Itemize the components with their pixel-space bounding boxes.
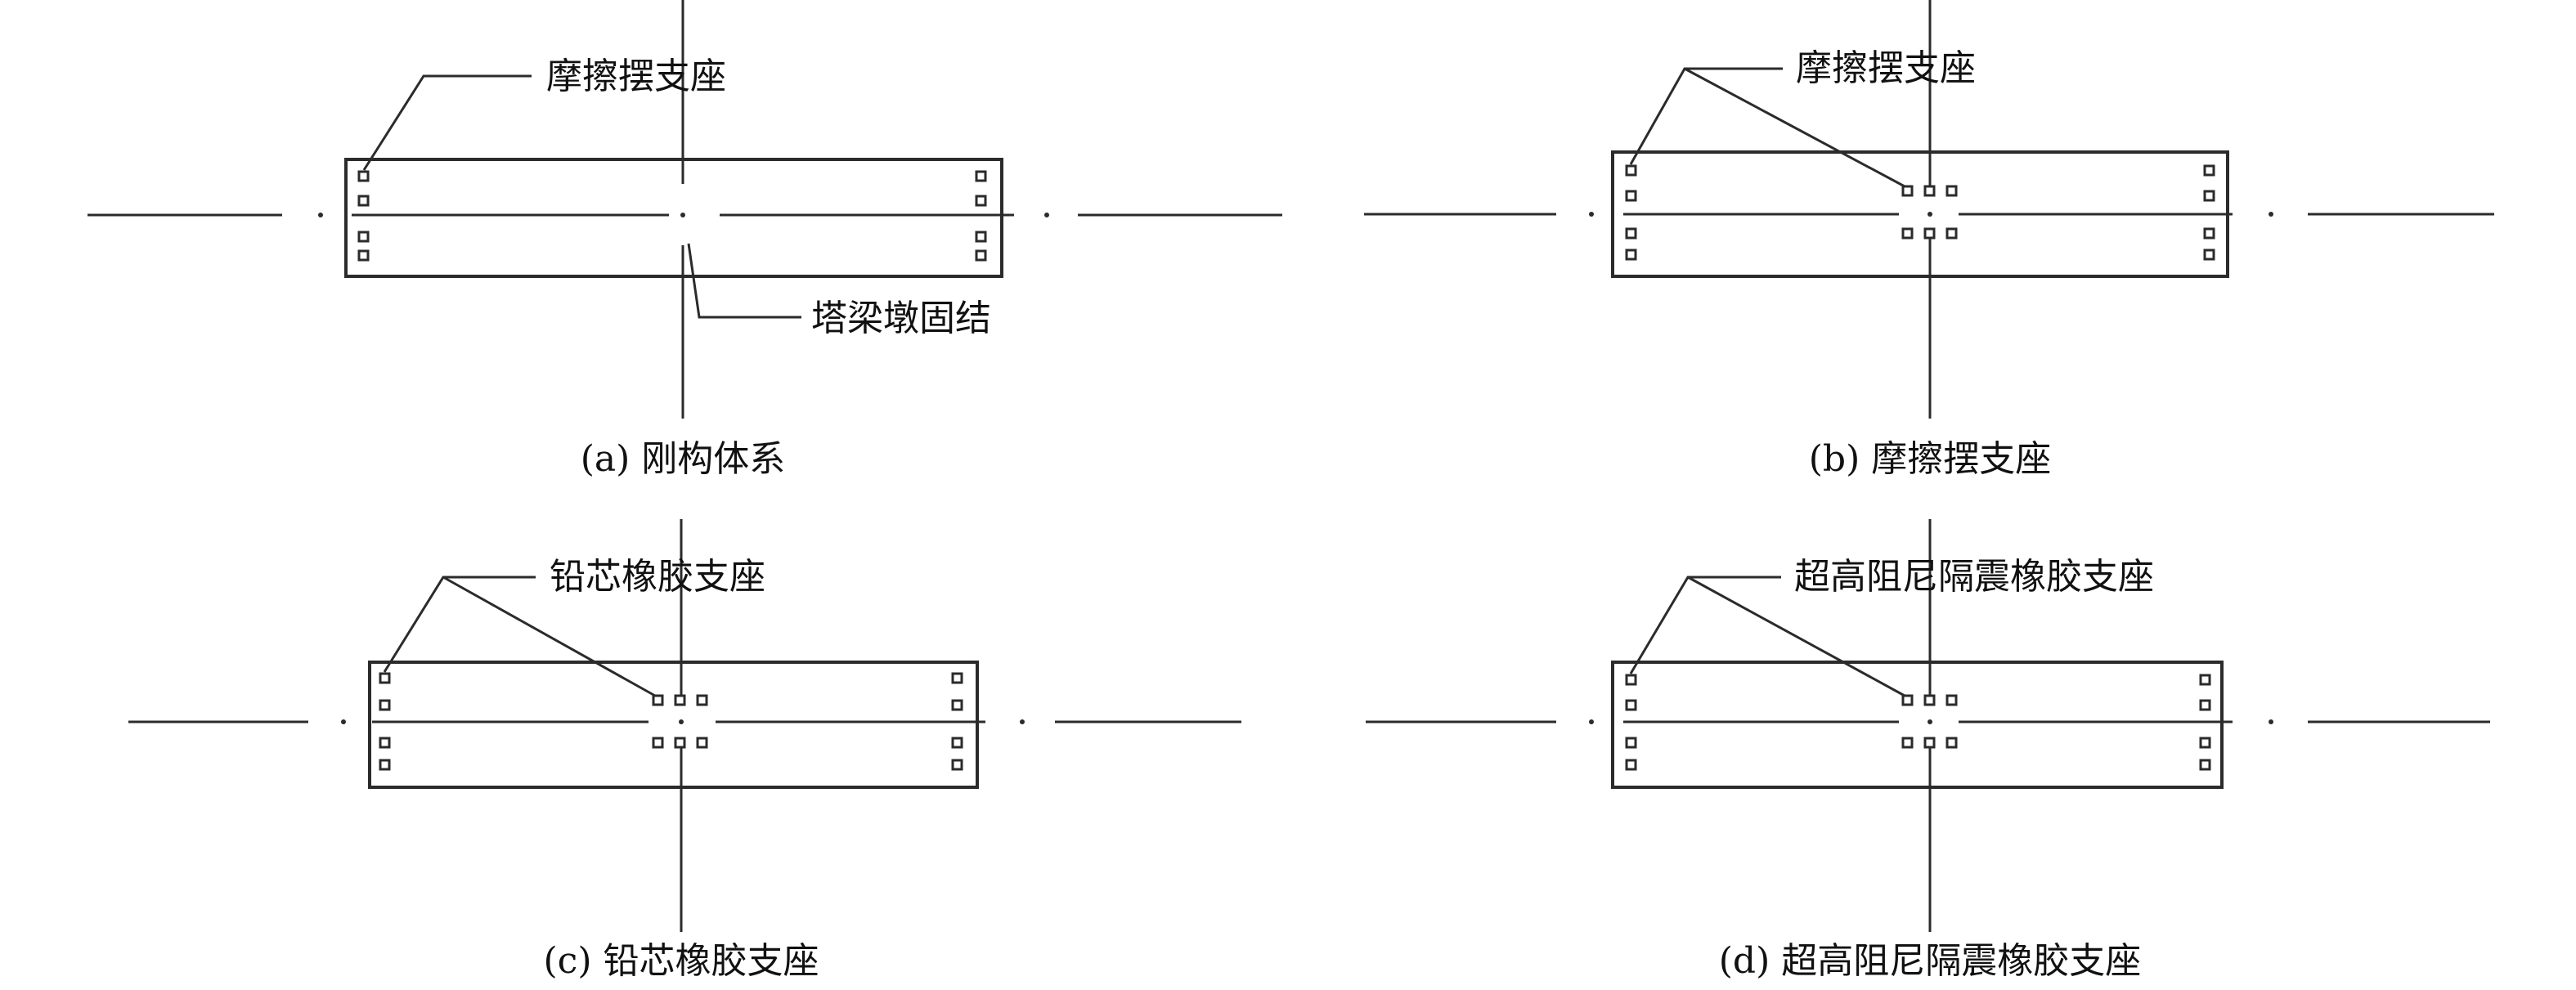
panel-d-center-bearing xyxy=(1945,694,1958,706)
panel-d-bearing xyxy=(1625,737,1637,749)
panel-d-bearing xyxy=(1625,699,1637,711)
panel-d-axis-dot-right xyxy=(2269,719,2273,724)
panel-d-caption: (d) 超高阻尼隔震橡胶支座 xyxy=(1719,940,2141,982)
panel-c-bearing xyxy=(379,737,391,749)
panel-b-bearing xyxy=(2203,190,2215,202)
panel-c-girder xyxy=(368,661,979,789)
panel-d-center-bearing xyxy=(1901,737,1914,749)
panel-c-center-bearing xyxy=(674,694,686,706)
panel-c-leader-outer xyxy=(383,576,536,673)
panel-b-axis-dot-left xyxy=(1589,212,1594,217)
panel-a: 摩擦摆支座 塔梁墩固结 (a) 刚构体系 xyxy=(88,0,1282,480)
panel-b-label-bearing: 摩擦摆支座 xyxy=(1796,47,1976,89)
panel-a-bearing xyxy=(975,249,987,262)
panel-b-bearing xyxy=(1625,249,1637,261)
panel-a-bearing xyxy=(975,195,987,207)
panel-d-bearing xyxy=(2199,737,2211,749)
panel-a-axis-dot-left xyxy=(318,213,323,217)
panel-a-axis-dot-right xyxy=(1044,213,1049,217)
panel-c-axis-dot-left xyxy=(341,719,346,724)
panel-a-bearing xyxy=(357,170,370,182)
panel-c: 铅芯橡胶支座 (c) 铅芯橡胶支座 xyxy=(128,519,1241,982)
panel-a-leader-fixed xyxy=(687,243,801,319)
panel-b-bearing xyxy=(2203,249,2215,261)
panel-c-center-bearing xyxy=(652,737,664,749)
panel-a-bearing xyxy=(357,231,370,243)
panel-b: 摩擦摆支座 (b) 摩擦摆支座 xyxy=(1364,0,2494,480)
panel-c-center-bearing xyxy=(696,737,708,749)
panel-d-bearing xyxy=(2199,759,2211,771)
panel-a-leader-friction xyxy=(362,74,532,171)
panel-d-leader-outer xyxy=(1629,576,1781,674)
panel-c-axis-dot-right xyxy=(1020,719,1025,724)
panel-d-bearing xyxy=(1625,674,1637,686)
panel-a-bearing xyxy=(975,170,987,182)
panel-d-bearing xyxy=(1625,759,1637,771)
panel-d-axis-dot-left xyxy=(1589,719,1594,724)
panel-b-bearing xyxy=(1625,190,1637,202)
panel-d-label-bearing: 超高阻尼隔震橡胶支座 xyxy=(1794,556,2154,598)
panel-c-bearing xyxy=(951,699,963,711)
panel-b-bearing xyxy=(1625,227,1637,240)
panel-c-bearing xyxy=(379,672,391,684)
panel-b-center-bearing xyxy=(1923,227,1936,240)
panel-c-bearing xyxy=(951,737,963,749)
panel-b-center-bearing xyxy=(1901,185,1914,197)
panel-a-girder xyxy=(344,158,1003,278)
panel-c-center-bearing xyxy=(652,694,664,706)
panel-b-caption: (b) 摩擦摆支座 xyxy=(1809,438,2051,480)
panel-b-girder xyxy=(1611,150,2229,278)
panel-c-bearing xyxy=(379,759,391,771)
panel-c-caption: (c) 铅芯橡胶支座 xyxy=(544,940,819,982)
panel-a-bearing xyxy=(357,195,370,207)
panel-d: 超高阻尼隔震橡胶支座 (d) 超高阻尼隔震橡胶支座 xyxy=(1366,519,2490,982)
panel-d-center-bearing xyxy=(1945,737,1958,749)
panel-a-label-fixed: 塔梁墩固结 xyxy=(811,298,991,339)
panel-c-label-bearing: 铅芯橡胶支座 xyxy=(550,556,765,598)
panel-b-center-dot xyxy=(1928,212,1932,217)
panel-b-leader-center xyxy=(1684,67,1905,188)
panel-c-bearing xyxy=(951,759,963,771)
panel-d-leader-center xyxy=(1687,576,1905,697)
panel-c-center-bearing xyxy=(696,694,708,706)
panel-b-center-bearing xyxy=(1945,185,1958,197)
panel-d-bearing xyxy=(2199,674,2211,686)
panel-d-center-bearing xyxy=(1923,694,1936,706)
panel-c-bearing xyxy=(379,699,391,711)
panel-a-bearing xyxy=(975,231,987,243)
panel-d-bearing xyxy=(2199,699,2211,711)
panel-a-caption: (a) 刚构体系 xyxy=(581,438,786,480)
panel-d-center-bearing xyxy=(1901,694,1914,706)
panel-d-girder xyxy=(1611,661,2224,789)
panel-b-bearing xyxy=(1625,164,1637,177)
panel-b-bearing xyxy=(2203,227,2215,240)
panel-d-center-bearing xyxy=(1923,737,1936,749)
panel-c-center-dot xyxy=(679,719,684,724)
panel-a-bearing xyxy=(357,249,370,262)
panel-b-center-bearing xyxy=(1923,185,1936,197)
panel-d-center-dot xyxy=(1928,719,1932,724)
panel-b-bearing xyxy=(2203,164,2215,177)
panel-b-axis-dot-right xyxy=(2269,212,2273,217)
panel-a-label-friction: 摩擦摆支座 xyxy=(546,56,726,97)
panel-c-bearing xyxy=(951,672,963,684)
panel-b-center-bearing xyxy=(1901,227,1914,240)
panel-b-center-bearing xyxy=(1945,227,1958,240)
panel-b-leader-outer xyxy=(1629,67,1783,165)
panel-c-leader-center xyxy=(442,576,656,697)
panel-c-center-bearing xyxy=(674,737,686,749)
panel-a-center-dot xyxy=(680,213,685,217)
